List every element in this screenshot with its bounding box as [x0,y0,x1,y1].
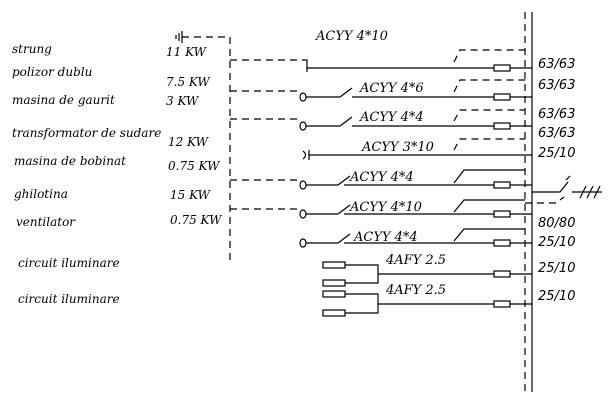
switch-icon [339,116,353,127]
cable-label: ACYY 4*4 [349,170,414,185]
rating: 25/10 [538,261,575,276]
fuse-icon [493,239,511,247]
power-value: 12 KW [168,135,210,149]
switch-icon [337,175,351,186]
cable-labels: ACYY 4*10 ACYY 4*6 ACYY 4*4 ACYY 3*10 AC… [315,29,446,298]
lamp-icon [322,309,346,317]
lamp-icon [322,261,346,269]
three-phase-icon [572,185,602,199]
ground-icon [175,31,183,43]
fuse-icon [493,300,511,308]
power-value: 15 KW [170,188,212,202]
consumer-name: transformator de sudare [12,126,161,140]
power-values: 11 KW 7.5 KW 3 KW 12 KW 0.75 KW 15 KW 0.… [166,45,223,227]
consumer-labels: strung polizor dublu masina de gaurit tr… [12,42,161,306]
rating: 63/63 [538,107,575,122]
rating: 25/10 [538,146,575,161]
branch-strung [230,59,532,72]
rating: 63/63 [538,126,575,141]
lighting-name: circuit iluminare [18,256,120,270]
consumer-name: ghilotina [14,187,68,201]
control-dashed-line [182,36,231,262]
branch-transformator [302,150,532,160]
lamp-icon [322,279,346,287]
power-value: 7.5 KW [166,75,211,89]
fuse-icon [493,270,511,278]
cable-label: ACYY 4*4 [353,230,418,245]
power-value: 0.75 KW [168,159,221,173]
cable-label: 4AFY 2.5 [385,253,446,268]
switch-icon [337,204,351,215]
rating: 25/10 [538,235,575,250]
ratings: 63/63 63/63 63/63 63/63 25/10 80/80 25/1… [538,57,575,304]
consumer-name: strung [12,42,52,56]
power-value: 11 KW [166,45,208,59]
consumer-name: masina de bobinat [14,154,126,168]
cable-label: ACYY 4*10 [349,200,422,215]
switch-icon [337,233,351,244]
fuse-icon [493,181,511,189]
cable-label: ACYY 4*4 [359,110,424,125]
fuse-icon [493,93,511,101]
socket-icon [302,150,307,160]
cable-label: ACYY 4*6 [359,81,424,96]
consumer-name: polizor dublu [12,65,92,79]
cable-label: ACYY 4*10 [315,29,388,44]
switch-icon [339,87,353,98]
power-value: 0.75 KW [170,213,223,227]
fuse-icon [493,210,511,218]
lamp-icon [322,290,346,298]
consumer-name: ventilator [16,215,76,229]
lighting-name: circuit iluminare [18,292,120,306]
main-breaker-icon [525,175,571,204]
power-value: 3 KW [166,94,200,108]
fuses [493,64,511,308]
fuse-icon [493,64,511,72]
rating: 63/63 [538,78,575,93]
consumer-name: masina de gaurit [12,93,115,107]
breakers [453,49,525,242]
rating: 25/10 [538,289,575,304]
fuse-icon [493,122,511,130]
cable-label: ACYY 3*10 [361,140,434,155]
rating: 80/80 [538,216,575,231]
cable-label: 4AFY 2.5 [385,283,446,298]
rating: 63/63 [538,57,575,72]
